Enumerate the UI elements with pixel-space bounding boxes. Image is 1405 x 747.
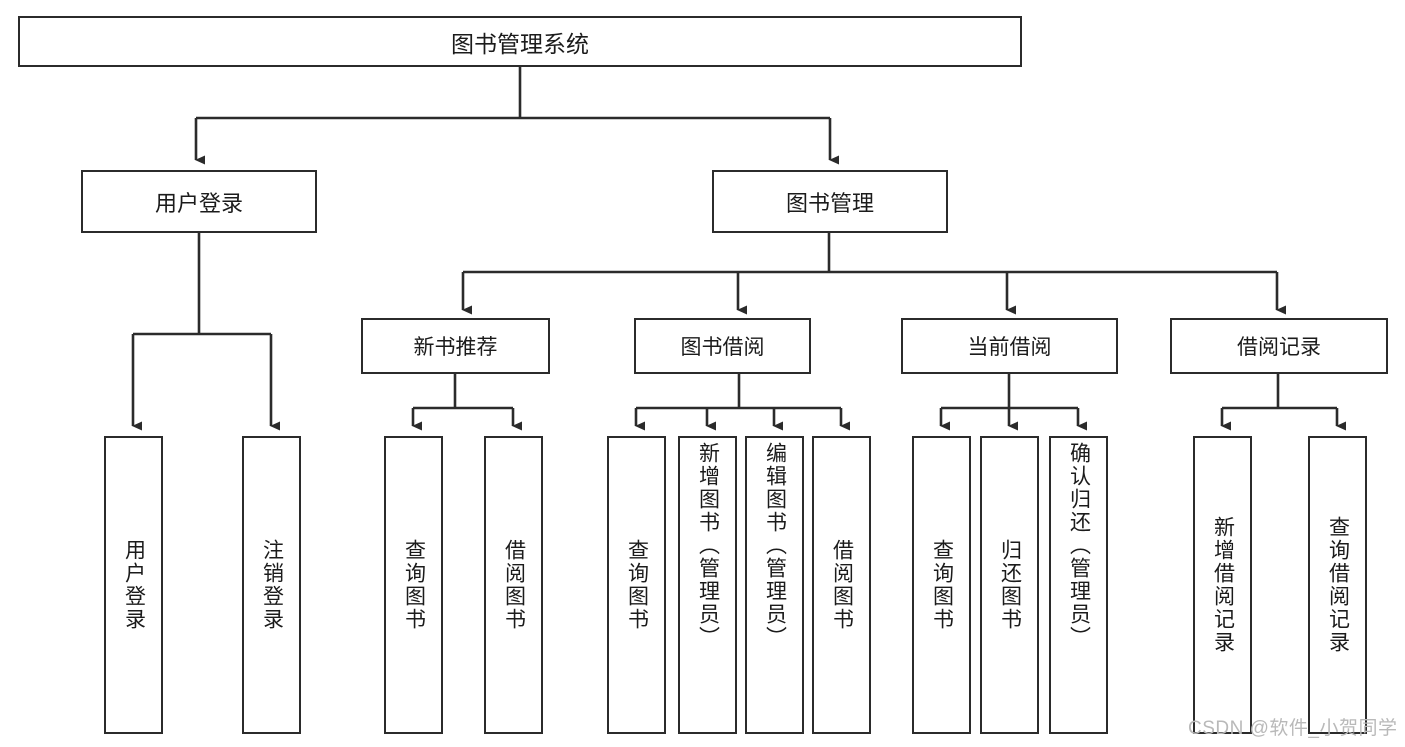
node-book-management[interactable]: 图书管理 <box>712 170 948 233</box>
node-label: 新增借阅记录 <box>1211 516 1235 654</box>
node-leaf-add-book[interactable]: 新增图书（管理员） <box>678 436 737 734</box>
node-book-borrow[interactable]: 图书借阅 <box>634 318 811 374</box>
csdn-watermark: CSDN @软件_小贺同学 <box>1188 718 1398 739</box>
node-label: 查询借阅记录 <box>1326 516 1350 654</box>
node-leaf-query-book-2[interactable]: 查询图书 <box>607 436 666 734</box>
node-leaf-query-book-1[interactable]: 查询图书 <box>384 436 443 734</box>
node-leaf-return-book[interactable]: 归还图书 <box>980 436 1039 734</box>
node-label: 图书管理 <box>785 190 874 216</box>
node-label: 归还图书 <box>998 539 1022 631</box>
node-borrow-record[interactable]: 借阅记录 <box>1170 318 1388 374</box>
node-leaf-query-book-3[interactable]: 查询图书 <box>912 436 971 734</box>
node-label: 用户登录 <box>122 539 146 631</box>
node-label: 用户登录 <box>154 190 243 216</box>
node-leaf-query-record[interactable]: 查询借阅记录 <box>1308 436 1367 734</box>
node-label: 查询图书 <box>930 539 954 631</box>
node-label: 新增图书（管理员） <box>696 442 720 649</box>
node-user-login[interactable]: 用户登录 <box>81 170 317 233</box>
node-leaf-user-login[interactable]: 用户登录 <box>104 436 163 734</box>
node-label: 确认归还（管理员） <box>1067 442 1091 649</box>
node-label: 查询图书 <box>402 539 426 631</box>
node-leaf-edit-book[interactable]: 编辑图书（管理员） <box>745 436 804 734</box>
node-label: 图书管理系统 <box>451 30 589 57</box>
node-label: 新书推荐 <box>413 336 498 359</box>
node-new-book-recommend[interactable]: 新书推荐 <box>361 318 550 374</box>
node-leaf-logout-login[interactable]: 注销登录 <box>242 436 301 734</box>
node-label: 图书借阅 <box>680 336 765 359</box>
node-book-management-system[interactable]: 图书管理系统 <box>18 16 1022 67</box>
node-label: 注销登录 <box>260 539 284 631</box>
node-current-borrow[interactable]: 当前借阅 <box>901 318 1118 374</box>
node-leaf-add-record[interactable]: 新增借阅记录 <box>1193 436 1252 734</box>
node-label: 当前借阅 <box>967 336 1052 359</box>
node-label: 借阅图书 <box>830 539 854 631</box>
node-leaf-borrow-book-1[interactable]: 借阅图书 <box>484 436 543 734</box>
node-leaf-confirm-return[interactable]: 确认归还（管理员） <box>1049 436 1108 734</box>
node-label: 借阅图书 <box>502 539 526 631</box>
node-label: 编辑图书（管理员） <box>763 442 787 649</box>
node-leaf-borrow-book-2[interactable]: 借阅图书 <box>812 436 871 734</box>
node-label: 借阅记录 <box>1237 336 1321 359</box>
node-label: 查询图书 <box>625 539 649 631</box>
